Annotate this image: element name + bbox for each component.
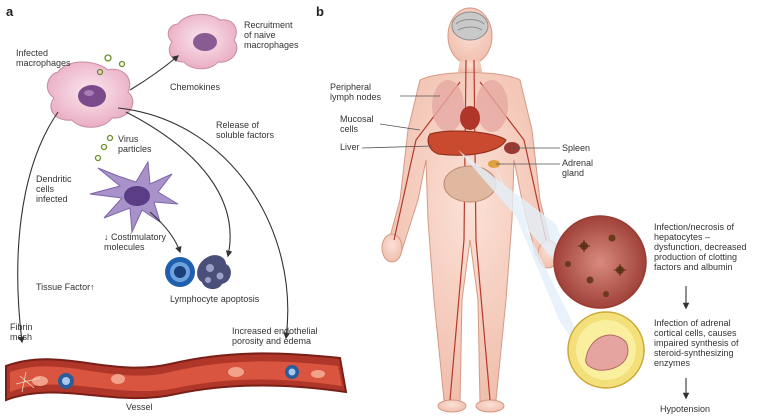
heart <box>460 106 480 130</box>
label-tissue-factor: Tissue Factor↑ <box>36 282 95 292</box>
naive-macrophage <box>168 14 237 68</box>
label-adrenal-gland: Adrenal gland <box>562 158 596 178</box>
label-lymphocyte-apoptosis: Lymphocyte apoptosis <box>170 294 260 304</box>
label-mucosal-cells: Mucosal cells <box>340 114 376 134</box>
label-dendritic-cells: Dendritic cells infected <box>36 174 74 204</box>
lymphocyte-apoptotic <box>197 255 231 289</box>
label-endothelial: Increased endothelial porosity and edema <box>232 326 320 346</box>
panel-a-letter: a <box>6 4 14 19</box>
label-hypotension: Hypotension <box>660 404 710 414</box>
label-infected-macrophages: Infected macrophages <box>16 48 71 68</box>
label-vessel: Vessel <box>126 402 153 412</box>
label-spleen: Spleen <box>562 143 590 153</box>
label-liver: Liver <box>340 142 360 152</box>
blood-vessel <box>6 353 346 400</box>
label-costimulatory: ↓ Costimulatory molecules <box>104 232 169 252</box>
adrenal-inset <box>568 312 644 388</box>
panel-b-letter: b <box>316 4 324 19</box>
label-adrenal-effect: Infection of adrenal cortical cells, cau… <box>654 318 741 368</box>
label-peripheral-lymph-nodes: Peripheral lymph nodes <box>330 82 382 102</box>
lymphocyte-healthy <box>165 257 195 287</box>
infected-macrophage <box>47 62 133 127</box>
dendritic-cell <box>90 162 178 232</box>
label-soluble-factors: Release of soluble factors <box>216 120 275 140</box>
label-virus-particles: Virus particles <box>118 134 152 154</box>
label-recruitment: Recruitment of naive macrophages <box>244 20 299 50</box>
hepatocyte-inset <box>554 216 646 308</box>
label-chemokines: Chemokines <box>170 82 221 92</box>
brain <box>452 12 488 40</box>
label-fibrin-mesh: Fibrin mesh <box>10 322 35 342</box>
label-hepatocyte-effect: Infection/necrosis of hepatocytes – dysf… <box>654 222 749 272</box>
